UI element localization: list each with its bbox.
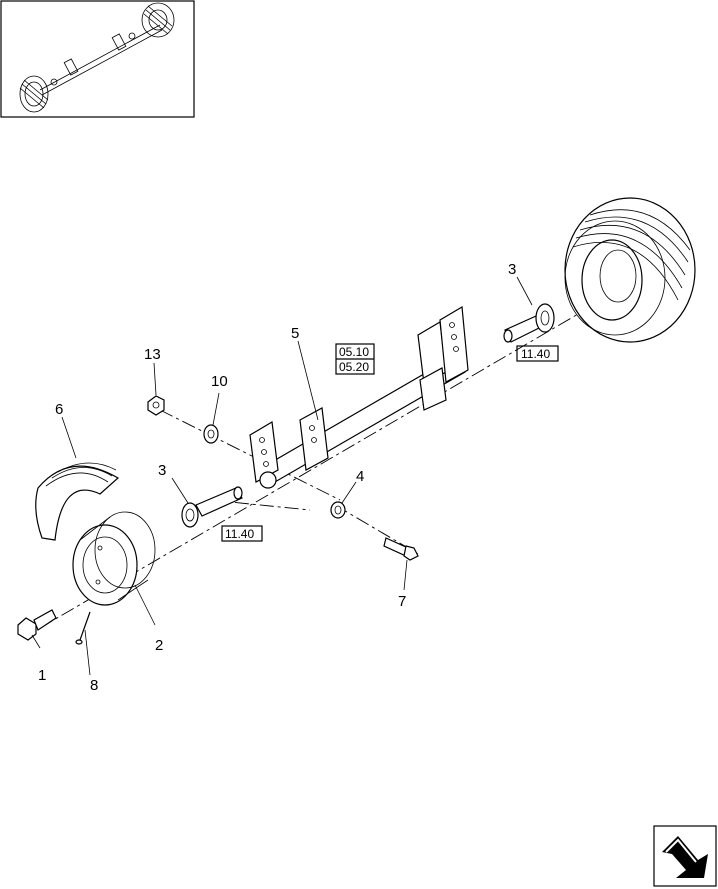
ref-05-10: 05.10 <box>339 345 369 359</box>
reference-box-1140-lower: 11.40 <box>221 525 263 542</box>
right-wheel-tire-part <box>564 197 696 343</box>
nut-part <box>147 395 165 416</box>
left-wheel-rim-part <box>72 511 156 606</box>
next-page-arrow-icon[interactable] <box>653 825 717 887</box>
valve-stem-part <box>75 611 91 645</box>
callout-3-upper: 3 <box>508 261 516 278</box>
callout-6: 6 <box>55 401 63 418</box>
callout-5: 5 <box>291 325 299 342</box>
washer-part <box>203 424 219 444</box>
callout-3-lower: 3 <box>158 462 166 479</box>
leader-lines <box>31 276 533 676</box>
bolt-part <box>383 537 419 561</box>
callout-2: 2 <box>155 637 163 654</box>
ref-11-40-lower: 11.40 <box>225 527 254 541</box>
left-tire-part <box>35 462 120 541</box>
left-spindle-hub-part <box>181 486 243 528</box>
ref-05-20: 05.20 <box>339 360 369 374</box>
callout-10: 10 <box>211 373 228 390</box>
ref-11-40-upper: 11.40 <box>521 347 550 361</box>
overview-thumbnail <box>0 0 195 118</box>
callout-1: 1 <box>38 667 46 684</box>
callout-13: 13 <box>144 346 161 363</box>
right-spindle-hub-part <box>503 303 555 343</box>
axle-part <box>249 306 469 489</box>
callout-4: 4 <box>356 468 364 485</box>
reference-box-0510-0520: 05.10 05.20 <box>335 343 375 375</box>
callout-8: 8 <box>90 677 98 694</box>
reference-box-1140-upper: 11.40 <box>516 345 559 362</box>
callout-7: 7 <box>398 593 406 610</box>
wheel-bolt-part <box>17 609 57 641</box>
bushing-part <box>330 501 346 519</box>
